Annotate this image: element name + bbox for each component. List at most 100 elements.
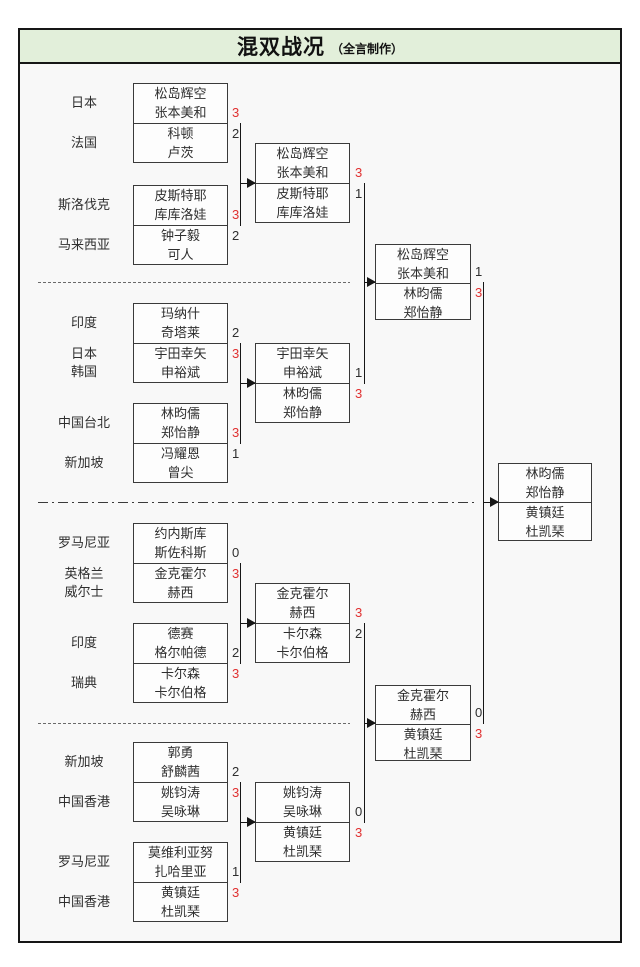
player1: 松岛辉空 xyxy=(396,247,449,262)
player1: 姚钧涛 xyxy=(160,784,200,800)
country-name: 罗马尼亚 xyxy=(57,535,110,550)
country-name: 马来西亚 xyxy=(57,237,110,252)
connector-line xyxy=(240,563,241,664)
winner-arrow xyxy=(490,497,499,507)
player1: 皮斯特耶 xyxy=(154,188,207,204)
score: 1 xyxy=(355,186,363,201)
country-label: 法国 xyxy=(36,134,132,152)
team: 约内斯库斯佐科斯 xyxy=(134,524,227,563)
team: 皮斯特耶库库洛娃 xyxy=(256,182,349,223)
r2-match-2: 宇田幸矢申裕斌 林昀儒郑怡静 xyxy=(255,343,350,423)
country-name: 中国香港 xyxy=(57,794,110,809)
player2: 卡尔伯格 xyxy=(154,684,207,700)
score: 0 xyxy=(232,545,240,560)
score: 3 xyxy=(232,666,240,681)
country-label: 印度 xyxy=(36,314,132,332)
player1: 林昀儒 xyxy=(282,385,322,401)
team: 林昀儒郑怡静 xyxy=(256,382,349,423)
player1: 林昀儒 xyxy=(525,466,565,481)
score: 1 xyxy=(355,365,363,380)
player1: 卡尔森 xyxy=(160,665,200,681)
player2: 申裕斌 xyxy=(160,364,200,380)
player2: 库库洛娃 xyxy=(276,204,329,220)
score: 1 xyxy=(232,446,240,461)
player2: 杜凯琹 xyxy=(525,524,565,539)
country-name: 瑞典 xyxy=(70,675,97,690)
team: 林昀儒郑怡静 xyxy=(376,283,470,322)
team: 松岛辉空张本美和 xyxy=(134,84,227,123)
connector-line xyxy=(483,282,484,724)
score: 2 xyxy=(232,764,240,779)
title-bar: 混双战况 （全言制作） xyxy=(18,28,622,64)
score: 2 xyxy=(232,126,240,141)
player1: 冯耀恩 xyxy=(160,445,200,461)
player1: 黄镇廷 xyxy=(403,727,443,742)
player1: 卡尔森 xyxy=(282,625,322,641)
score: 3 xyxy=(475,285,483,300)
country-name: 日本 xyxy=(70,95,97,110)
team: 皮斯特耶库库洛娃 xyxy=(134,186,227,225)
score: 3 xyxy=(232,425,240,440)
country-name: 威尔士 xyxy=(64,584,104,599)
team: 金克霍尔赫西 xyxy=(256,584,349,623)
player2: 舒麟茜 xyxy=(160,764,200,780)
player1: 金克霍尔 xyxy=(154,565,207,581)
team: 郭勇舒麟茜 xyxy=(134,743,227,782)
player1: 黄镇廷 xyxy=(160,884,200,900)
country-label: 罗马尼亚 xyxy=(36,853,132,871)
player2: 郑怡静 xyxy=(282,404,322,420)
player2: 卢茨 xyxy=(167,144,194,160)
r1-match-4: 林昀儒郑怡静 冯耀恩曾尖 xyxy=(133,403,228,483)
r1-match-7: 郭勇舒麟茜 姚钧涛吴咏琳 xyxy=(133,742,228,822)
country-name: 英格兰 xyxy=(64,566,104,581)
player2: 奇塔莱 xyxy=(160,325,200,341)
player2: 扎哈里亚 xyxy=(154,864,207,880)
r1-match-3: 玛纳什奇塔莱 宇田幸矢申裕斌 xyxy=(133,303,228,383)
country-label: 中国台北 xyxy=(36,414,132,432)
player1: 科顿 xyxy=(167,125,194,141)
score: 0 xyxy=(475,705,483,720)
score: 3 xyxy=(232,105,240,120)
score: 2 xyxy=(232,645,240,660)
player2: 郑怡静 xyxy=(525,485,565,500)
country-label: 日本 韩国 xyxy=(36,345,132,381)
player2: 杜凯琹 xyxy=(282,843,322,859)
r2-match-4: 姚钧涛吴咏琳 黄镇廷杜凯琹 xyxy=(255,782,350,862)
team: 姚钧涛吴咏琳 xyxy=(256,783,349,822)
team: 卡尔森卡尔伯格 xyxy=(256,622,349,663)
team: 宇田幸矢申裕斌 xyxy=(134,342,227,383)
player2: 杜凯琹 xyxy=(403,746,443,761)
country-name: 中国香港 xyxy=(57,894,110,909)
player2: 卡尔伯格 xyxy=(276,644,329,660)
team: 松岛辉空张本美和 xyxy=(256,144,349,183)
connector-line xyxy=(240,782,241,883)
player1: 黄镇廷 xyxy=(282,824,322,840)
score: 0 xyxy=(355,804,363,819)
connector-line xyxy=(364,183,365,384)
country-label: 中国香港 xyxy=(36,893,132,911)
country-name: 新加坡 xyxy=(64,455,104,470)
team: 冯耀恩曾尖 xyxy=(134,442,227,483)
country-label: 中国香港 xyxy=(36,793,132,811)
player1: 约内斯库 xyxy=(154,526,207,542)
r1-match-8: 莫维利亚努扎哈里亚 黄镇廷杜凯琹 xyxy=(133,842,228,922)
r1-match-2: 皮斯特耶库库洛娃 钟子毅可人 xyxy=(133,185,228,265)
player2: 张本美和 xyxy=(396,266,449,281)
country-label: 新加坡 xyxy=(36,753,132,771)
country-name: 印度 xyxy=(70,635,97,650)
country-name: 日本 xyxy=(70,346,97,361)
team: 科顿卢茨 xyxy=(134,122,227,163)
winner-arrow xyxy=(247,378,256,388)
score: 3 xyxy=(475,726,483,741)
player2: 杜凯琹 xyxy=(160,903,200,919)
player2: 申裕斌 xyxy=(282,365,322,381)
player1: 莫维利亚努 xyxy=(147,845,213,861)
score: 1 xyxy=(232,864,240,879)
team: 黄镇廷杜凯琹 xyxy=(256,821,349,862)
player1: 金克霍尔 xyxy=(396,688,449,703)
country-name: 斯洛伐克 xyxy=(57,197,110,212)
player2: 库库洛娃 xyxy=(154,207,207,223)
section-divider xyxy=(38,723,350,724)
player2: 赫西 xyxy=(167,584,194,600)
